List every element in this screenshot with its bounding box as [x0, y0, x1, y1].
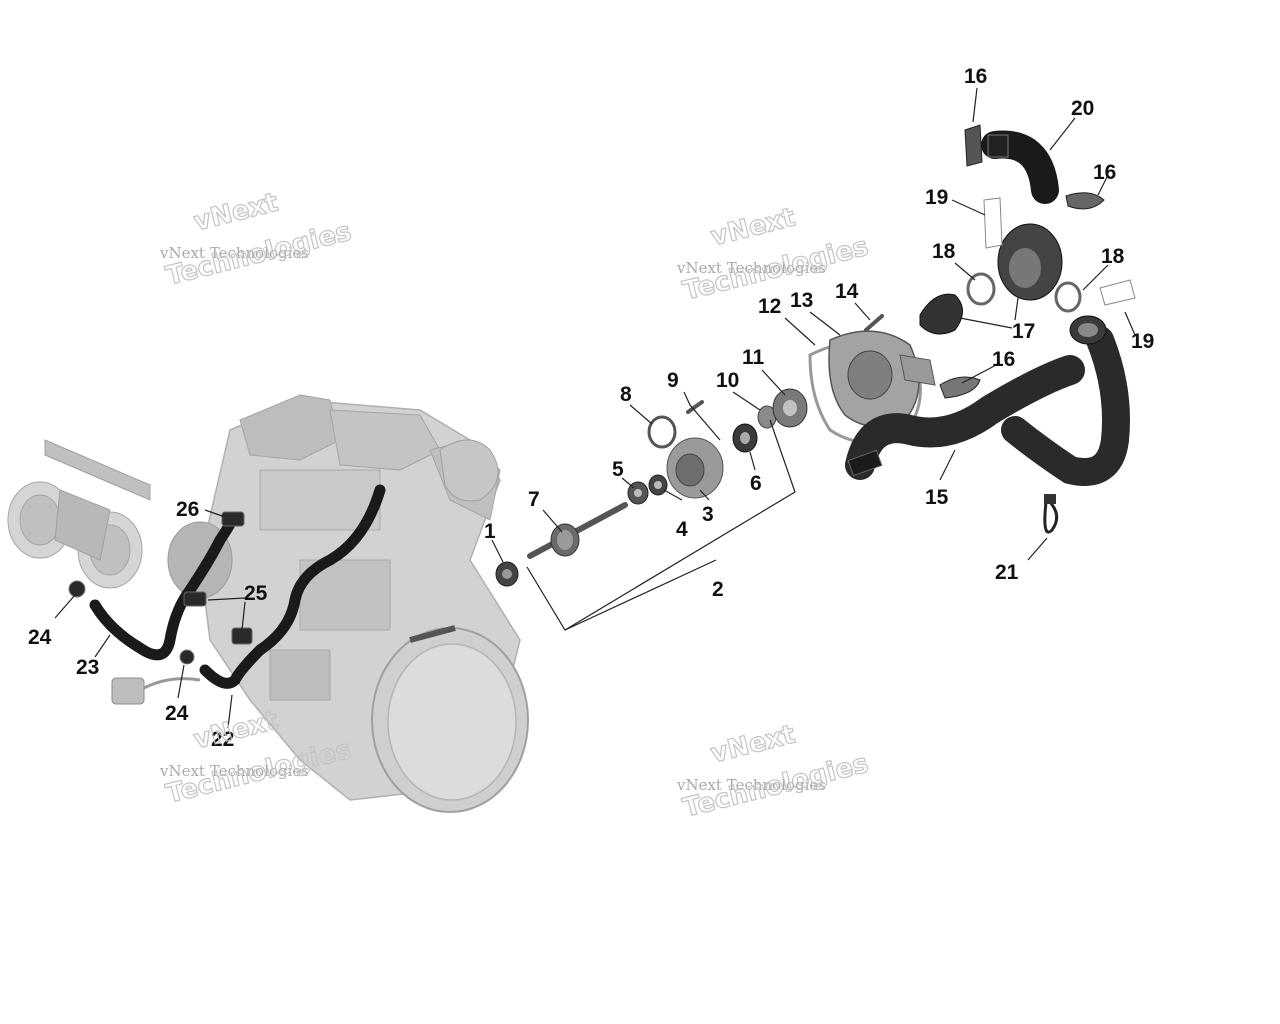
callout-25: 25 — [244, 582, 268, 605]
watermark-line1: vNext — [708, 203, 798, 253]
part-13-pump-cover — [828, 330, 936, 428]
callout-23: 23 — [76, 656, 99, 679]
clamp-25b — [231, 627, 253, 645]
watermark-line1: vNext — [191, 188, 281, 238]
part-16-clamp-c — [939, 376, 981, 399]
callout-22: 22 — [211, 728, 234, 751]
callout-26: 26 — [176, 498, 199, 521]
throttle-bodies — [7, 439, 151, 589]
callout-24-right: 24 — [165, 702, 189, 725]
watermark-line1: vNext — [708, 720, 798, 770]
callout-5: 5 — [612, 458, 624, 481]
engine-block — [7, 394, 529, 813]
callout-19-left: 19 — [925, 186, 948, 209]
callout-1: 1 — [484, 520, 496, 543]
callout-16-top: 16 — [964, 65, 987, 88]
clamp-26 — [221, 511, 245, 527]
part-8-oring — [647, 415, 677, 449]
callout-24-left: 24 — [28, 626, 52, 649]
watermark-line2: vNext Technologies — [159, 762, 309, 780]
clamp-24b — [179, 649, 195, 665]
callout-9: 9 — [667, 369, 679, 392]
part-16-clamp-a — [964, 124, 983, 167]
callout-16-right: 16 — [1093, 161, 1116, 184]
callout-2: 2 — [712, 578, 724, 601]
clamp-24a — [68, 580, 86, 598]
callout-13: 13 — [790, 289, 813, 312]
callout-7: 7 — [528, 488, 540, 511]
watermark-line2: vNext Technologies — [676, 259, 826, 277]
part-7-shaft — [527, 502, 628, 559]
watermark-line2: vNext Technologies — [159, 244, 309, 262]
callout-6: 6 — [750, 472, 762, 495]
part-3-housing — [666, 437, 724, 499]
watermark-bottom-right: vNext vNext Technologies Technologies — [676, 719, 872, 824]
callout-18-right: 18 — [1101, 245, 1125, 268]
part-18-oring-b — [1054, 281, 1082, 313]
part-14-bolt — [864, 314, 884, 332]
part-19-sleeve-b — [1099, 279, 1136, 306]
hose-15 — [845, 355, 1085, 480]
callout-14: 14 — [835, 280, 859, 303]
part-19-sleeve-a — [983, 197, 1003, 249]
water-pump-parts — [495, 314, 936, 587]
callout-15: 15 — [925, 486, 949, 509]
hose-23 — [89, 514, 238, 661]
watermark-line1: vNext — [191, 706, 281, 756]
callout-19-right: 19 — [1131, 330, 1154, 353]
callout-20: 20 — [1071, 97, 1094, 120]
callouts: 1 2 3 4 5 6 7 8 9 10 11 12 13 14 15 16 1… — [28, 65, 1154, 751]
callout-8: 8 — [620, 383, 632, 406]
leader-lines — [54, 87, 1136, 729]
callout-3: 3 — [702, 503, 714, 526]
engine-hoses — [68, 484, 386, 689]
part-16-clamp-b — [1065, 192, 1105, 210]
part-17-thermostat — [919, 223, 1063, 335]
callout-10: 10 — [716, 369, 739, 392]
callout-11: 11 — [742, 346, 765, 369]
part-18-oring-a — [966, 272, 996, 306]
hose-15b — [1001, 326, 1130, 486]
watermark-top-left: vNext vNext Technologies Technologies — [159, 187, 355, 292]
callout-4: 4 — [676, 518, 688, 541]
part-21-sensor — [1043, 494, 1059, 534]
callout-18-left: 18 — [932, 240, 956, 263]
callout-21: 21 — [995, 561, 1019, 584]
callout-12: 12 — [758, 295, 781, 318]
callout-16-mid: 16 — [992, 348, 1015, 371]
hose-22 — [199, 484, 386, 689]
clamp-25a — [183, 591, 207, 607]
callout-17: 17 — [1012, 320, 1035, 343]
coolant-hoses-right — [845, 124, 1136, 534]
part-9-screw — [686, 400, 704, 414]
watermark-line2: vNext Technologies — [676, 776, 826, 794]
